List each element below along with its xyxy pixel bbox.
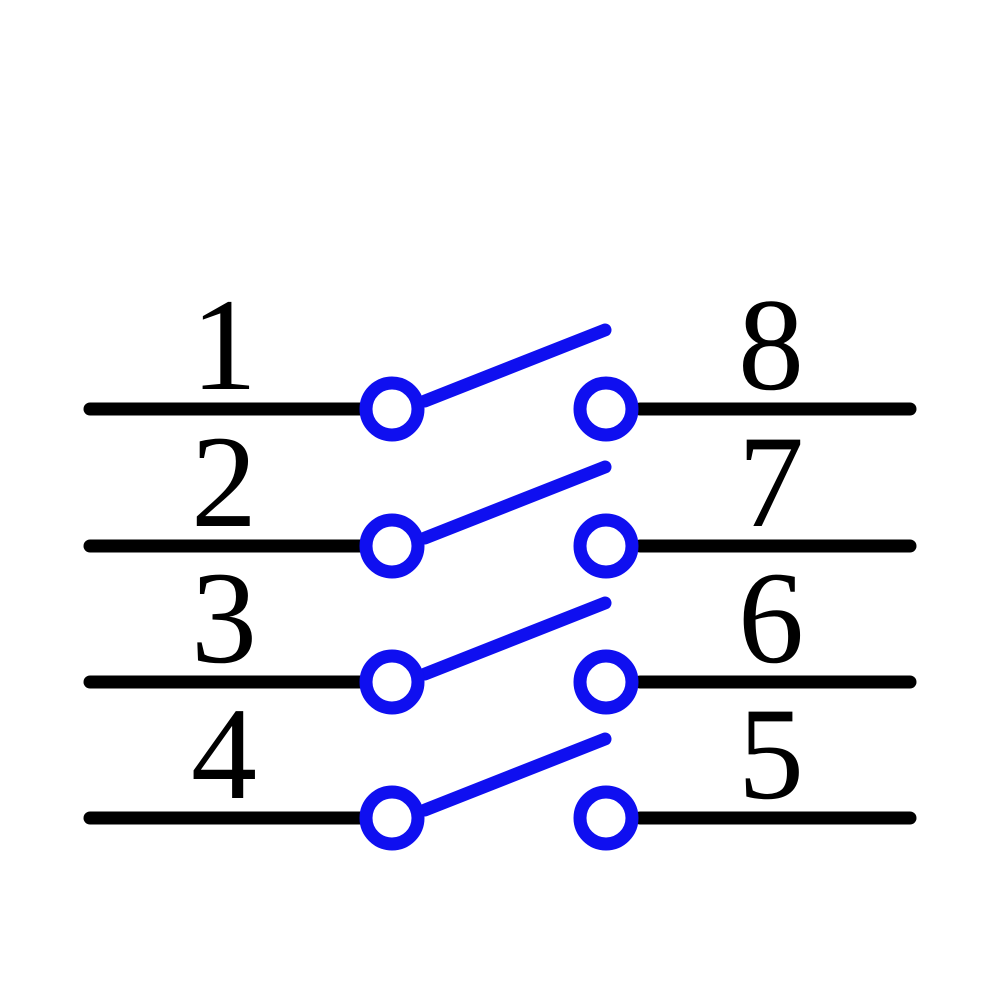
switch-lever: [418, 732, 612, 817]
left-contact-terminal-icon: [359, 649, 425, 715]
right-contact-terminal-icon: [573, 376, 639, 442]
pin-label-right: 6: [738, 544, 804, 691]
switch-lever: [418, 460, 612, 545]
pin-label-left: 3: [191, 544, 257, 691]
pin-label-right: 8: [738, 271, 804, 418]
switch-lever: [418, 323, 612, 408]
right-contact-terminal-icon: [573, 649, 639, 715]
left-contact-terminal-icon: [359, 376, 425, 442]
left-contact-terminal-icon: [359, 785, 425, 851]
right-contact-terminal-icon: [573, 785, 639, 851]
right-contact-terminal-icon: [573, 513, 639, 579]
pin-label-right: 7: [738, 408, 804, 555]
pin-label-left: 1: [191, 271, 257, 418]
left-contact-terminal-icon: [359, 513, 425, 579]
pin-label-left: 4: [191, 680, 257, 827]
pin-label-right: 5: [738, 680, 804, 827]
pin-label-left: 2: [191, 408, 257, 555]
switch-lever: [418, 596, 612, 681]
